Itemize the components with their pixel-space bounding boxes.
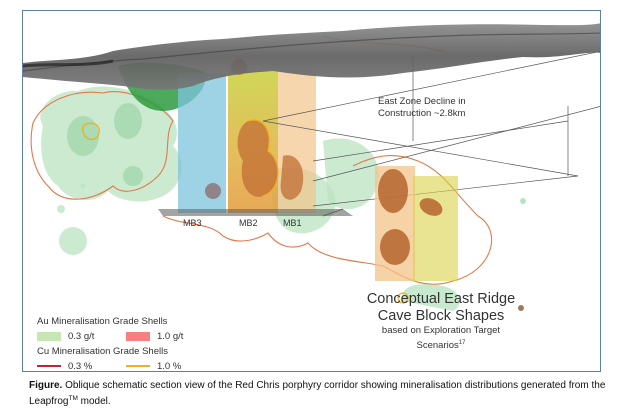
legend: Au Mineralisation Grade Shells 0.3 g/t 1… [37, 316, 205, 371]
block-label-mb2: MB2 [239, 218, 258, 228]
figure-frame: East Zone Decline in Construction ~2.8km… [22, 10, 601, 372]
legend-line-cu-0-3 [37, 365, 61, 367]
legend-cu-title: Cu Mineralisation Grade Shells [37, 346, 168, 357]
block-base [158, 209, 353, 216]
legend-line-cu-1-0 [126, 365, 150, 367]
block-label-mb3: MB3 [183, 218, 202, 228]
3d-schematic [23, 23, 600, 311]
legend-swatch-au-1-0 [126, 331, 150, 341]
east-ridge-blocks [375, 166, 526, 311]
legend-au-title: Au Mineralisation Grade Shells [37, 316, 168, 327]
terrain-surface [23, 23, 600, 90]
decline-wireframe [262, 51, 600, 217]
legend-swatch-au-0-3 [37, 331, 61, 341]
au-shell-left [40, 86, 379, 255]
figure-caption: Figure. Oblique schematic section view o… [29, 380, 606, 407]
decline-label: East Zone Decline in Construction ~2.8km [378, 96, 466, 119]
east-ridge-label: Conceptual East Ridge Cave Block Shapes … [366, 291, 516, 351]
block-label-mb1: MB1 [283, 218, 302, 228]
